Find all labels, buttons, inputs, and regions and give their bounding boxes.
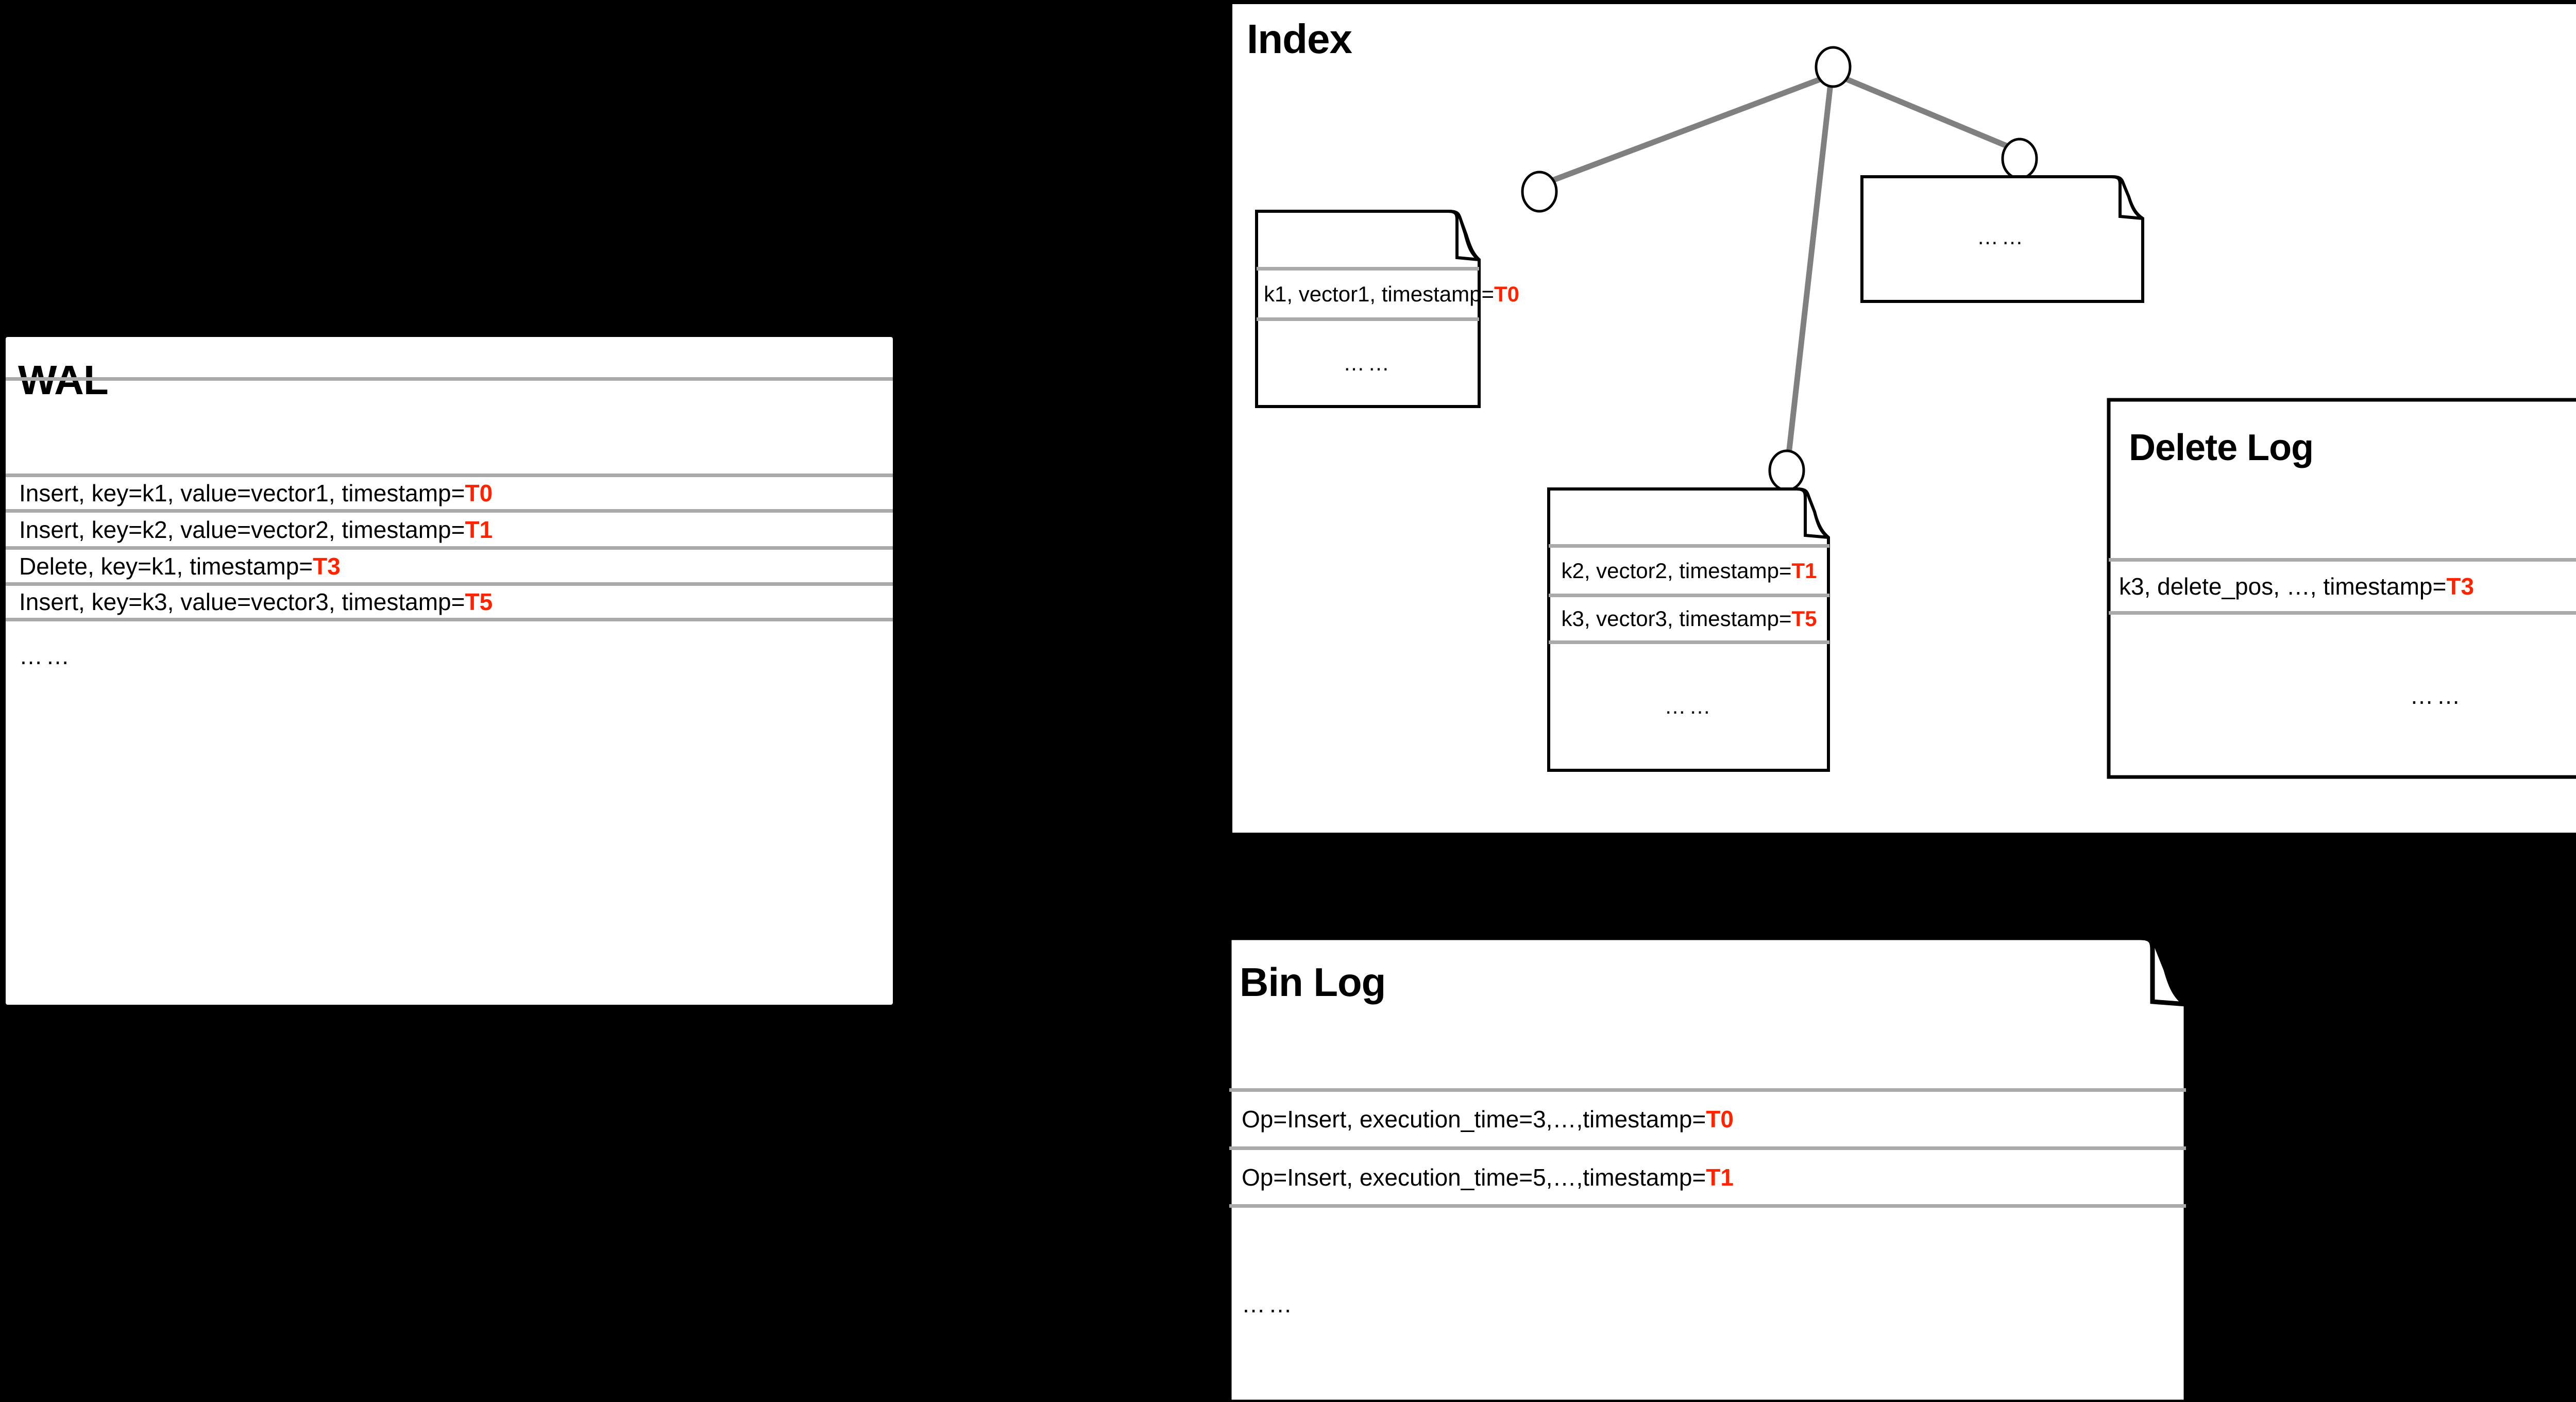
doc-outline xyxy=(1547,487,1830,772)
index-leaf-ellipsis-card: …… xyxy=(1860,174,2158,303)
wal-row-text: Insert, key=k2, value=vector2, timestamp… xyxy=(19,516,465,543)
bin-log-row-text: Op=Insert, execution_time=5,…,timestamp= xyxy=(1242,1163,1706,1191)
page-fold-icon xyxy=(2111,175,2144,220)
table-row: …… xyxy=(1862,174,2141,300)
index-leaf-k2-k3-card: k2, vector2, timestamp=T1 k3, vector3, t… xyxy=(1547,486,1845,772)
leaf-row-timestamp: T1 xyxy=(1791,558,1817,583)
table-row: k3, vector3, timestamp=T5 xyxy=(1549,594,1829,640)
wal-row-timestamp: T5 xyxy=(465,588,493,615)
delete-log-row-ellipsis: …… xyxy=(2410,682,2464,709)
wal-row-ellipsis: …… xyxy=(19,642,73,669)
bin-log-card: Bin Log Op=Insert, execution_time=3,…,ti… xyxy=(1227,934,2224,1402)
bin-log-row-text: Op=Insert, execution_time=3,…,timestamp= xyxy=(1242,1106,1706,1133)
leaf-row-ellipsis: …… xyxy=(1977,225,2026,249)
index-leaf-k1-card: k1, vector1, timestamp=T0 …… xyxy=(1255,208,1519,408)
delete-log-card: Delete Log k3, delete_pos, …, timestamp=… xyxy=(2107,397,2576,779)
table-row: Insert, key=k3, value=vector3, timestamp… xyxy=(6,582,893,618)
table-row xyxy=(6,377,893,413)
table-row: …… xyxy=(1257,317,1479,405)
wal-row-timestamp: T1 xyxy=(465,516,493,543)
table-row: Insert, key=k1, value=vector1, timestamp… xyxy=(6,474,893,509)
leaf-row-ellipsis: …… xyxy=(1343,350,1393,375)
table-row: Op=Insert, execution_time=3,…,timestamp=… xyxy=(1229,1088,2186,1146)
page-fold-icon xyxy=(1796,487,1829,539)
table-row: …… xyxy=(1229,1204,2186,1400)
doc-outline xyxy=(1860,175,2144,303)
bin-log-row-timestamp: T1 xyxy=(1706,1163,1734,1191)
bin-log-row-timestamp: T0 xyxy=(1706,1106,1734,1133)
leaf-row-text: k2, vector2, timestamp= xyxy=(1561,558,1792,583)
delete-log-title: Delete Log xyxy=(2129,427,2314,468)
table-row: Op=Insert, execution_time=5,…,timestamp=… xyxy=(1229,1146,2186,1204)
page-fold-icon xyxy=(1448,210,1480,261)
delete-log-row-text: k3, delete_pos, …, timestamp= xyxy=(2119,573,2447,600)
table-row: …… xyxy=(1549,640,1829,768)
wal-row-timestamp: T0 xyxy=(465,480,493,506)
delete-log-row-timestamp: T3 xyxy=(2446,573,2475,600)
table-row: k3, delete_pos, …, timestamp=T3 xyxy=(2109,558,2576,611)
wal-row-0 xyxy=(6,377,893,413)
table-row: k2, vector2, timestamp=T1 xyxy=(1549,544,1829,594)
table-row: Insert, key=k2, value=vector2, timestamp… xyxy=(6,509,893,546)
table-row: Delete, key=k1, timestamp=T3 xyxy=(6,546,893,582)
bin-log-title: Bin Log xyxy=(1240,959,1386,1005)
leaf-row-timestamp: T0 xyxy=(1494,281,1520,306)
leaf-row-ellipsis: …… xyxy=(1664,694,1714,718)
leaf-row-timestamp: T5 xyxy=(1791,606,1817,631)
table-row: …… xyxy=(2109,611,2576,776)
wal-row-text: Insert, key=k1, value=vector1, timestamp… xyxy=(19,480,465,506)
leaf-row-text: k3, vector3, timestamp= xyxy=(1561,606,1792,631)
doc-outline xyxy=(1227,935,2195,1402)
wal-panel: WAL Insert, key=k1, value=vector1, times… xyxy=(3,334,896,1008)
index-title: Index xyxy=(1247,16,1352,62)
wal-row-text: Insert, key=k3, value=vector3, timestamp… xyxy=(19,588,465,615)
bin-log-row-ellipsis: …… xyxy=(1242,1290,1295,1317)
page-fold-icon xyxy=(2140,935,2195,1007)
table-row: …… xyxy=(6,618,893,690)
doc-outline xyxy=(1255,210,1481,408)
leaf-row-text: k1, vector1, timestamp= xyxy=(1264,281,1495,306)
wal-row-text: Delete, key=k1, timestamp= xyxy=(19,552,313,580)
wal-row-timestamp: T3 xyxy=(313,552,341,580)
doc-outline xyxy=(2107,398,2576,779)
table-row: k1, vector1, timestamp=T0 xyxy=(1257,267,1519,317)
